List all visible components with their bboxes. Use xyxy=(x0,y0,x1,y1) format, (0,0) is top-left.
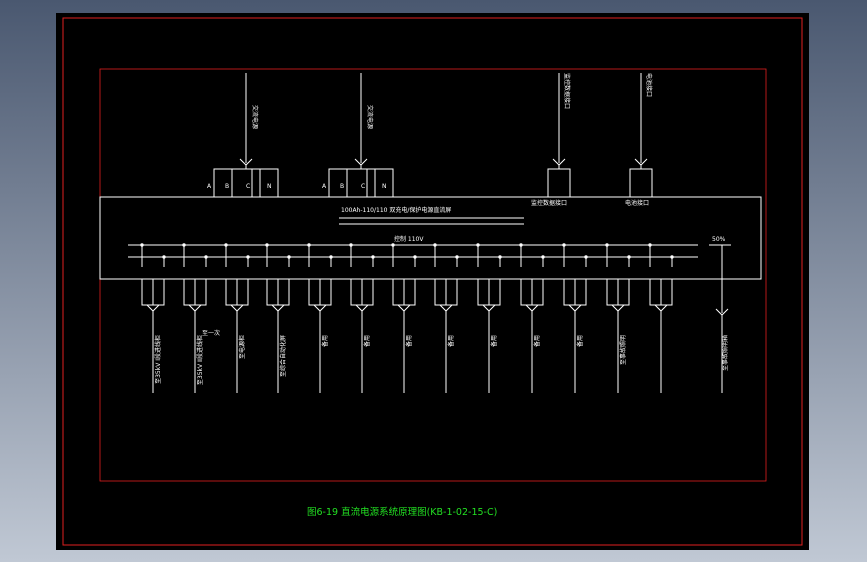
ac1-phase-c: C xyxy=(246,183,250,190)
panel-title: 100Ah-110/110 双充电/保护电源直流屏 xyxy=(341,206,451,214)
top-breakers xyxy=(239,158,648,169)
bus-node xyxy=(519,243,523,247)
bus-node xyxy=(287,255,291,259)
inner-frame xyxy=(99,68,767,482)
bus-node xyxy=(162,255,166,259)
output-label-2: 至35kV Ⅱ段进线柜 xyxy=(196,335,204,385)
interface-label-1: 监控数据接口 xyxy=(531,199,567,207)
output-label-11: 备用 xyxy=(576,335,584,347)
feeder-breaker xyxy=(271,304,285,312)
drawing-viewport: 交流电源 交流电源 监控数据接口 电池接口 A B C N xyxy=(56,13,809,550)
ac1-phase-n: N xyxy=(267,183,272,190)
ac2-phase-n: N xyxy=(382,183,387,190)
feeder-breaker xyxy=(439,304,453,312)
bus-node xyxy=(627,255,631,259)
feeder-breaker xyxy=(397,304,411,312)
output-label-3: 至电源柜 xyxy=(238,335,246,359)
bus-node xyxy=(433,243,437,247)
output-label-9: 备用 xyxy=(490,335,498,347)
top-label-1: 交流电源 xyxy=(251,105,259,129)
output-labels: 至35kV Ⅰ段进线柜 至35kV Ⅱ段进线柜 至电源柜 至综合自动化屏 备用 … xyxy=(154,329,729,385)
feeder-breaker xyxy=(482,304,496,312)
bus-node xyxy=(648,243,652,247)
output-label-6: 备用 xyxy=(363,335,371,347)
output-label-12: 至事故照明 xyxy=(619,335,627,365)
interface-label-2: 电池接口 xyxy=(625,199,649,207)
output-label-13: 至事故照明箱 xyxy=(721,335,729,371)
bus-node xyxy=(204,255,208,259)
top-label-2: 交流电源 xyxy=(366,105,374,129)
top-label-3: 监控数据接口 xyxy=(563,73,571,109)
bus-node xyxy=(498,255,502,259)
bus-node xyxy=(413,255,417,259)
bus-node xyxy=(224,243,228,247)
bus-node xyxy=(584,255,588,259)
bus-node xyxy=(329,255,333,259)
top-labels: 交流电源 交流电源 监控数据接口 电池接口 xyxy=(251,73,653,129)
bus-node xyxy=(182,243,186,247)
schematic-drawing: 交流电源 交流电源 监控数据接口 电池接口 A B C N xyxy=(62,17,803,546)
bus-node xyxy=(455,255,459,259)
bus-node xyxy=(670,255,674,259)
bus-node xyxy=(349,243,353,247)
top-feeder-lines xyxy=(245,73,642,163)
feeder-breaker xyxy=(230,304,244,312)
bus-node xyxy=(562,243,566,247)
feeder-breaker xyxy=(611,304,625,312)
side-label: 50% xyxy=(712,236,726,243)
output-feeders xyxy=(140,243,674,393)
output-label-5: 备用 xyxy=(321,335,329,347)
output-label-7: 备用 xyxy=(405,335,413,347)
ac2-phase-a: A xyxy=(322,183,327,190)
ac-input-2: A B C N xyxy=(322,168,394,197)
bus-node xyxy=(371,255,375,259)
ac1-phase-b: B xyxy=(225,183,229,190)
output-label-4: 至综合自动化屏 xyxy=(279,335,287,377)
feeder-breaker xyxy=(313,304,327,312)
bus-node xyxy=(307,243,311,247)
bus-node xyxy=(140,243,144,247)
output-label-10: 备用 xyxy=(533,335,541,347)
outer-frame xyxy=(62,17,803,546)
ac-input-1: A B C N xyxy=(207,168,279,197)
bus-node xyxy=(605,243,609,247)
feeder-breaker xyxy=(525,304,539,312)
bus-node xyxy=(246,255,250,259)
feeder-breaker xyxy=(355,304,369,312)
control-bus-label: 控制 110V xyxy=(394,235,424,243)
feeder-breaker xyxy=(654,304,668,312)
dc-panel-box xyxy=(99,196,762,280)
ac2-phase-b: B xyxy=(340,183,344,190)
output-label-8: 备用 xyxy=(447,335,455,347)
bus-node xyxy=(541,255,545,259)
ac1-phase-a: A xyxy=(207,183,212,190)
feeder-breaker xyxy=(568,304,582,312)
feeder-breaker xyxy=(188,304,202,312)
figure-caption: 图6-19 直流电源系统原理图(KB-1-02-15-C) xyxy=(307,506,497,518)
interface-boxes xyxy=(547,168,653,198)
bus-node xyxy=(265,243,269,247)
feeder-breaker xyxy=(146,304,160,312)
output-label-1: 至35kV Ⅰ段进线柜 xyxy=(154,335,162,384)
bus-node xyxy=(476,243,480,247)
top-label-4: 电池接口 xyxy=(645,73,653,97)
bus-node xyxy=(391,243,395,247)
branch-note: 至一次 xyxy=(202,329,220,337)
ac2-phase-c: C xyxy=(361,183,365,190)
